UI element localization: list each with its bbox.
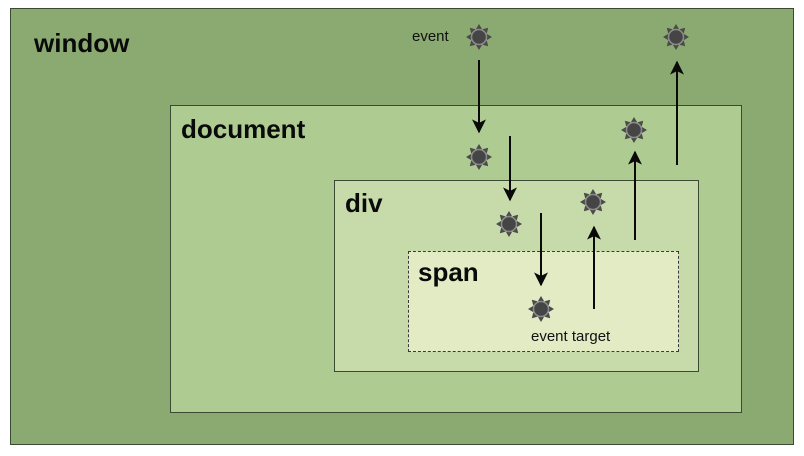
event-sun-icon	[465, 143, 493, 171]
event-sun-icon	[495, 210, 523, 238]
event-sun-icon	[662, 23, 690, 51]
event-sun-icon	[620, 116, 648, 144]
event-sun-icon	[579, 188, 607, 216]
window-label: window	[34, 28, 130, 58]
document-label: document	[181, 114, 306, 144]
event-target-label: event target	[531, 328, 611, 345]
event-sun-icon	[527, 295, 555, 323]
event-label: event	[412, 28, 449, 45]
event-sun-icon	[465, 23, 493, 51]
div-label: div	[345, 188, 383, 218]
span-label: span	[418, 257, 479, 287]
